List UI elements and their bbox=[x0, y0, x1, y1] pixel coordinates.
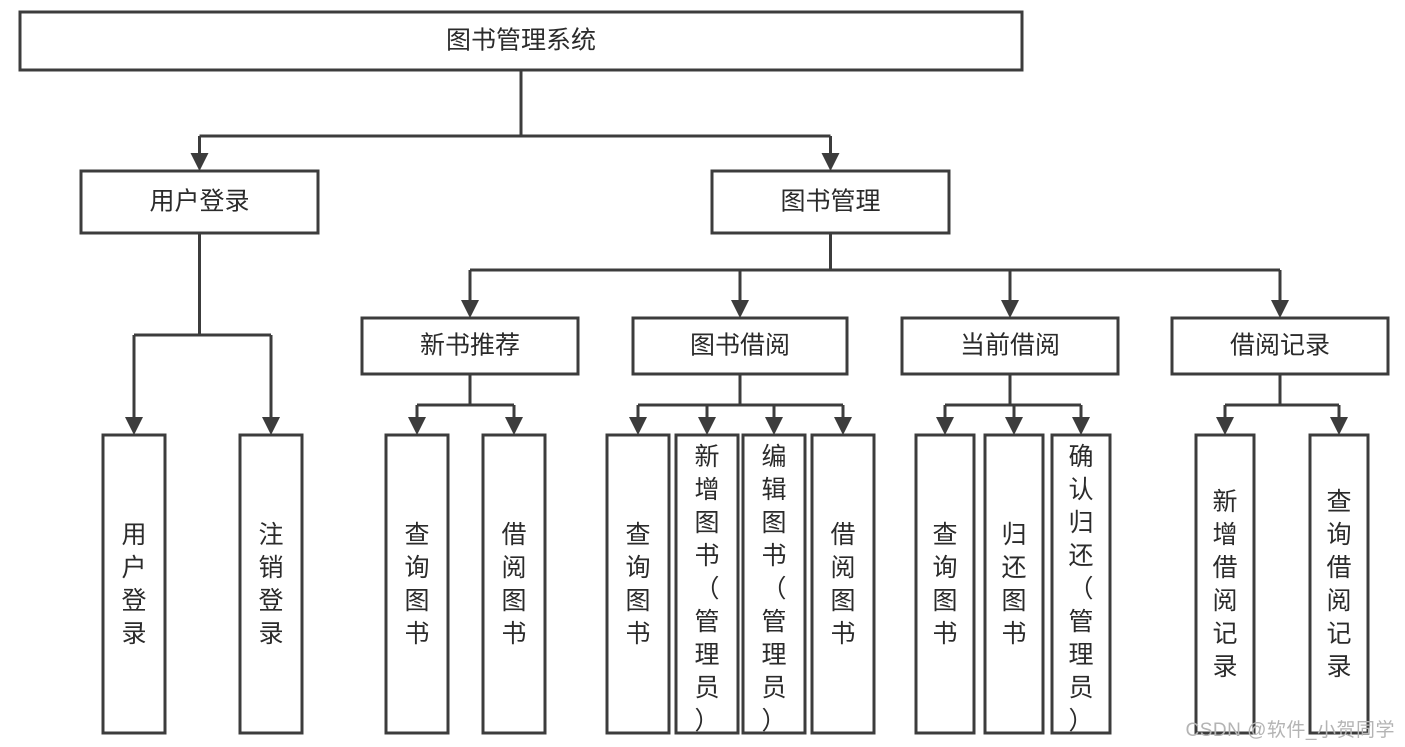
node-label: 注销登录 bbox=[258, 521, 283, 648]
node-box bbox=[914, 433, 976, 735]
node-leaf-1[interactable]: 注销登录 bbox=[238, 433, 304, 735]
node-label: 查询借阅记录 bbox=[1326, 488, 1351, 681]
node-label: 确认归还（管理员） bbox=[1068, 443, 1093, 735]
node-l2-1[interactable]: 图书管理 bbox=[710, 169, 951, 235]
node-box bbox=[605, 433, 671, 735]
node-root-0[interactable]: 图书管理系统 bbox=[18, 10, 1024, 72]
node-label: 查询图书 bbox=[625, 521, 650, 648]
arrow-head-icon bbox=[461, 300, 479, 318]
arrow-head-icon bbox=[505, 417, 523, 435]
node-box bbox=[710, 169, 951, 235]
node-box bbox=[360, 316, 580, 376]
node-box bbox=[900, 316, 1120, 376]
csdn-watermark: CSDN @软件_小贺同学 bbox=[1185, 720, 1395, 741]
edge-group-借阅记录 bbox=[1216, 374, 1348, 435]
node-box bbox=[238, 433, 304, 735]
arrow-head-icon bbox=[629, 417, 647, 435]
node-box bbox=[384, 433, 450, 735]
node-leaf-10[interactable]: 确认归还（管理员） bbox=[1050, 433, 1112, 735]
node-leaf-0[interactable]: 用户登录 bbox=[101, 433, 167, 735]
edge-group-图书管理系统 bbox=[190, 70, 840, 171]
node-label: 当前借阅 bbox=[960, 332, 1060, 360]
arrow-head-icon bbox=[834, 417, 852, 435]
node-label: 借阅图书 bbox=[830, 521, 855, 648]
node-box bbox=[101, 433, 167, 735]
arrow-head-icon bbox=[1001, 300, 1019, 318]
arrow-head-icon bbox=[698, 417, 716, 435]
connector-layer bbox=[125, 70, 1348, 435]
node-leaf-11[interactable]: 新增借阅记录 bbox=[1194, 433, 1256, 735]
node-leaf-2[interactable]: 查询图书 bbox=[384, 433, 450, 735]
node-box bbox=[741, 433, 807, 735]
arrow-head-icon bbox=[125, 417, 143, 435]
node-box bbox=[631, 316, 849, 376]
node-layer: 图书管理系统用户登录图书管理新书推荐图书借阅当前借阅借阅记录用户登录注销登录查询… bbox=[18, 10, 1390, 735]
node-label: 用户登录 bbox=[121, 521, 146, 648]
arrow-head-icon bbox=[821, 153, 840, 171]
node-leaf-3[interactable]: 借阅图书 bbox=[481, 433, 547, 735]
node-label: 新增图书（管理员） bbox=[694, 443, 719, 735]
arrow-head-icon bbox=[1330, 417, 1348, 435]
node-label: 借阅图书 bbox=[501, 521, 526, 648]
arrow-head-icon bbox=[1005, 417, 1023, 435]
node-leaf-12[interactable]: 查询借阅记录 bbox=[1308, 433, 1370, 735]
node-label: 新书推荐 bbox=[420, 332, 520, 360]
node-leaf-5[interactable]: 新增图书（管理员） bbox=[674, 433, 740, 735]
node-label: 图书管理 bbox=[780, 188, 880, 216]
arrow-head-icon bbox=[731, 300, 749, 318]
node-label: 借阅记录 bbox=[1230, 332, 1330, 360]
node-box bbox=[18, 10, 1024, 72]
edge-group-图书管理 bbox=[461, 233, 1289, 318]
edge-group-图书借阅 bbox=[629, 374, 852, 435]
node-box bbox=[810, 433, 876, 735]
arrow-head-icon bbox=[765, 417, 783, 435]
node-label: 归还图书 bbox=[1001, 521, 1026, 648]
node-leaf-8[interactable]: 查询图书 bbox=[914, 433, 976, 735]
node-leaf-7[interactable]: 借阅图书 bbox=[810, 433, 876, 735]
node-leaf-6[interactable]: 编辑图书（管理员） bbox=[741, 433, 807, 735]
arrow-head-icon bbox=[408, 417, 426, 435]
node-leaf-9[interactable]: 归还图书 bbox=[983, 433, 1045, 735]
node-label: 编辑图书（管理员） bbox=[761, 443, 786, 735]
node-box bbox=[1050, 433, 1112, 735]
node-label: 图书借阅 bbox=[690, 332, 790, 360]
node-box bbox=[674, 433, 740, 735]
node-l3-1[interactable]: 图书借阅 bbox=[631, 316, 849, 376]
node-label: 图书管理系统 bbox=[446, 27, 596, 55]
node-box bbox=[983, 433, 1045, 735]
edge-group-新书推荐 bbox=[408, 374, 523, 435]
arrow-head-icon bbox=[1216, 417, 1234, 435]
arrow-head-icon bbox=[190, 153, 209, 171]
arrow-head-icon bbox=[1271, 300, 1289, 318]
node-l3-2[interactable]: 当前借阅 bbox=[900, 316, 1120, 376]
node-box bbox=[1170, 316, 1390, 376]
node-label: 查询图书 bbox=[932, 521, 957, 648]
arrow-head-icon bbox=[262, 417, 280, 435]
node-label: 用户登录 bbox=[149, 188, 249, 216]
node-l2-0[interactable]: 用户登录 bbox=[79, 169, 320, 235]
node-label: 查询图书 bbox=[404, 521, 429, 648]
node-label: 新增借阅记录 bbox=[1212, 488, 1237, 681]
node-leaf-4[interactable]: 查询图书 bbox=[605, 433, 671, 735]
node-l3-0[interactable]: 新书推荐 bbox=[360, 316, 580, 376]
edge-group-当前借阅 bbox=[936, 374, 1090, 435]
node-box bbox=[79, 169, 320, 235]
node-box bbox=[1194, 433, 1256, 735]
node-l3-3[interactable]: 借阅记录 bbox=[1170, 316, 1390, 376]
edge-group-用户登录 bbox=[125, 233, 280, 435]
node-box bbox=[1308, 433, 1370, 735]
arrow-head-icon bbox=[936, 417, 954, 435]
node-box bbox=[481, 433, 547, 735]
arrow-head-icon bbox=[1072, 417, 1090, 435]
